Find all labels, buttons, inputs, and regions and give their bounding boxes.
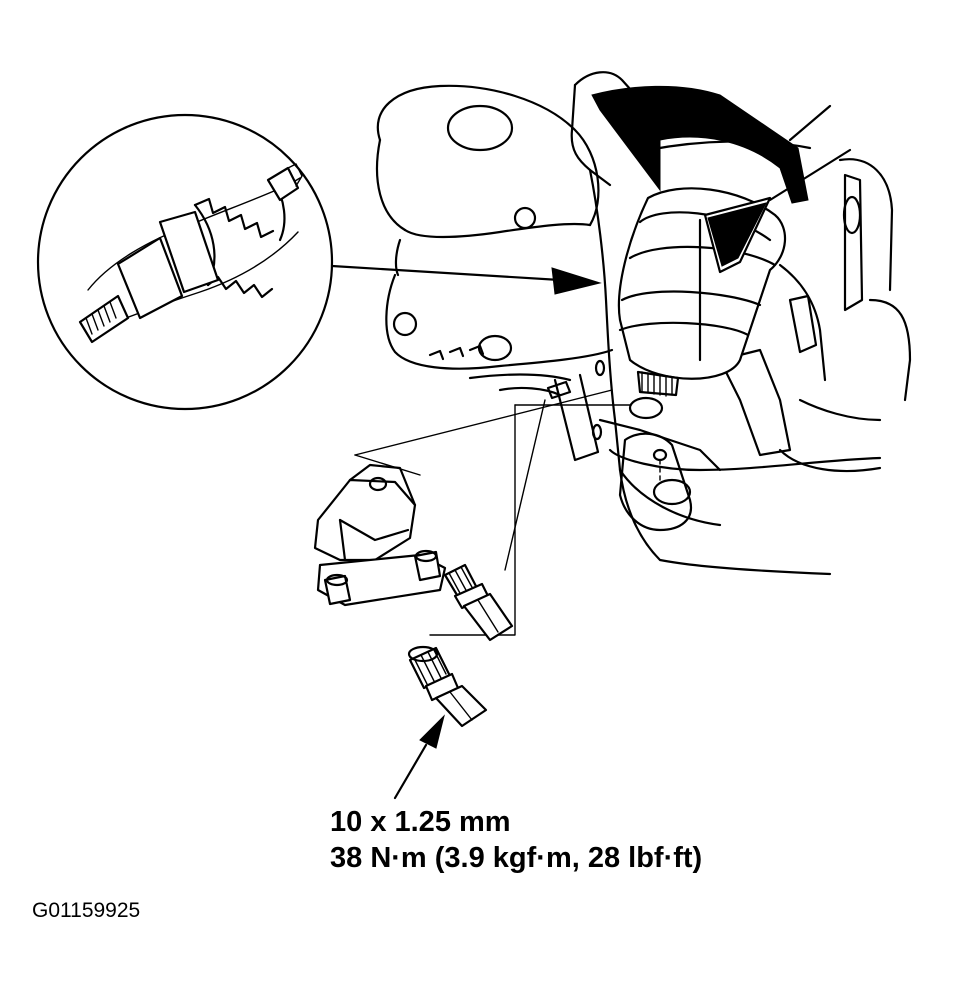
figure-id-label: G01159925 (32, 899, 141, 922)
inset-circle (36, 113, 334, 411)
callout-bolt (443, 563, 514, 642)
torque-bolt (407, 645, 488, 728)
transmission-housing (375, 84, 614, 400)
torque-spec-label: 38 N·m (3.9 kgf·m, 28 lbf·ft) (330, 842, 703, 874)
inset-leader-arrow (330, 264, 602, 295)
cv-joint (617, 187, 787, 420)
fastener-size-label: 10 x 1.25 mm (330, 806, 511, 838)
mount-bracket (313, 463, 447, 607)
spec-leader-arrow (393, 714, 445, 800)
detail-inset (36, 113, 334, 411)
frame-structure (553, 71, 912, 576)
rotation-arrow (591, 85, 852, 274)
callout-lines (354, 389, 631, 636)
